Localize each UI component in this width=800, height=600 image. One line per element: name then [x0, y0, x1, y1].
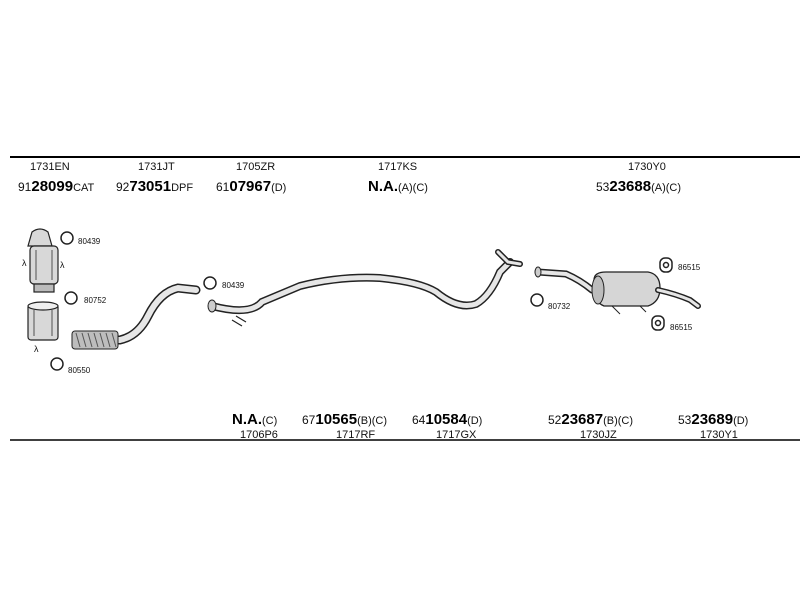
part-label-bottom-2: 6410584(D) 1717GX: [412, 411, 482, 441]
svg-text:N.A.(A)(C): N.A.(A)(C): [368, 178, 428, 195]
part-label-top-4: 1730Y0 5323688(A)(C): [596, 161, 681, 195]
clamp-label-c5: 80732: [548, 302, 571, 311]
hanger-label-c7: 86515: [670, 323, 693, 332]
svg-text:6410584(D): 6410584(D): [412, 411, 482, 428]
svg-text:1730JZ: 1730JZ: [580, 429, 617, 441]
hanger-label-c6: 86515: [678, 263, 701, 272]
svg-text:1717RF: 1717RF: [336, 429, 375, 441]
svg-text:1705ZR: 1705ZR: [236, 161, 275, 173]
svg-text:6107967(D): 6107967(D): [216, 178, 286, 195]
lambda-sensor-symbol: λ: [34, 344, 39, 354]
svg-text:9273051DPF: 9273051DPF: [116, 178, 193, 195]
clamp-label-c2: 80752: [84, 296, 107, 305]
svg-text:1731EN: 1731EN: [30, 161, 70, 173]
svg-text:1730Y0: 1730Y0: [628, 161, 666, 173]
clamp-icon: [530, 293, 544, 307]
part-label-top-0: 1731EN 9128099CAT: [18, 161, 95, 195]
center-pipe-drawing: [207, 249, 523, 327]
svg-text:N.A.(C): N.A.(C): [232, 411, 277, 428]
part-label-top-3: 1717KS N.A.(A)(C): [368, 161, 428, 195]
svg-text:5223687(B)(C): 5223687(B)(C): [548, 411, 633, 428]
svg-text:1717GX: 1717GX: [436, 429, 477, 441]
lambda-sensor-symbol: λ: [22, 258, 27, 268]
svg-text:5323688(A)(C): 5323688(A)(C): [596, 178, 681, 195]
part-label-top-1: 1731JT 9273051DPF: [116, 161, 193, 195]
dpf-drawing: [27, 301, 59, 341]
svg-text:1706P6: 1706P6: [240, 429, 278, 441]
catalytic-converter-drawing: [27, 228, 59, 293]
part-label-bottom-1: 6710565(B)(C) 1717RF: [302, 411, 387, 441]
part-label-top-2: 1705ZR 6107967(D): [216, 161, 286, 195]
clamp-label-c4: 80439: [222, 281, 245, 290]
clamp-label-c3: 80550: [68, 366, 91, 375]
part-label-bottom-0: N.A.(C) 1706P6: [232, 411, 278, 441]
part-label-bottom-3: 5223687(B)(C) 1730JZ: [548, 411, 633, 441]
svg-text:5323689(D): 5323689(D): [678, 411, 748, 428]
svg-text:9128099CAT: 9128099CAT: [18, 178, 95, 195]
clamp-label-c1: 80439: [78, 237, 101, 246]
lambda-sensor-symbol: λ: [60, 260, 65, 270]
front-pipe-drawing: [71, 283, 201, 350]
svg-text:6710565(B)(C): 6710565(B)(C): [302, 411, 387, 428]
rear-silencer-drawing: [534, 266, 701, 315]
part-label-bottom-4: 5323689(D) 1730Y1: [678, 411, 748, 441]
svg-text:1731JT: 1731JT: [138, 161, 175, 173]
clamp-icon: [203, 276, 217, 290]
clamp-icon: [50, 231, 78, 371]
svg-text:1717KS: 1717KS: [378, 161, 417, 173]
svg-text:1730Y1: 1730Y1: [700, 429, 738, 441]
rubber-hanger-icon: [651, 257, 673, 331]
